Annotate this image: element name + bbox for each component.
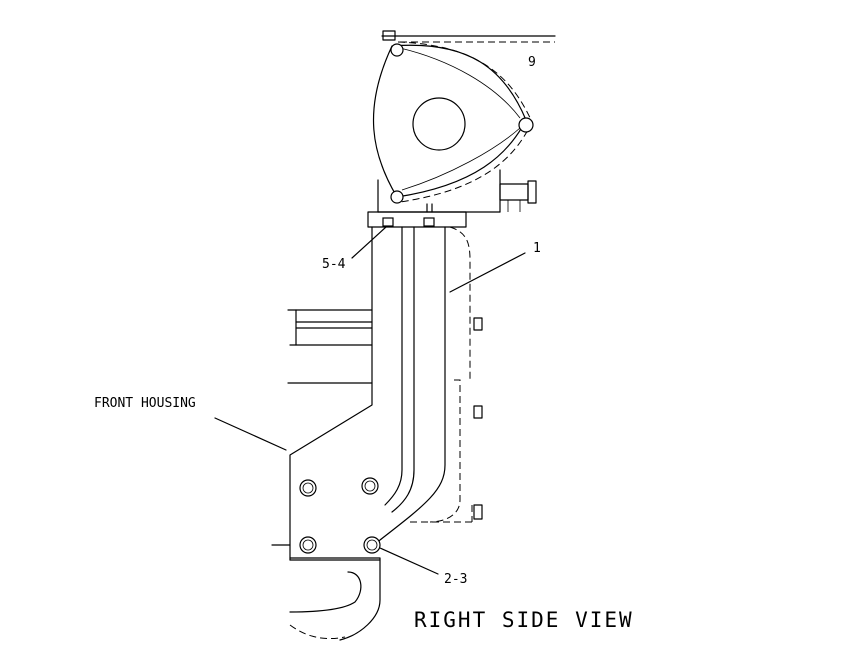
alternator-housing — [372, 41, 534, 204]
mounting-plate — [367, 203, 467, 228]
engine-lines — [287, 309, 373, 384]
callout-part-2-3: 2-3 — [444, 572, 467, 587]
front-housing — [271, 544, 381, 641]
callout-part-9: 9 — [528, 55, 536, 70]
top-rail — [381, 30, 556, 43]
callout-part-5-4: 5-4 — [322, 257, 346, 272]
mounting-bracket — [289, 226, 446, 561]
hidden-outline — [410, 226, 483, 523]
callout-front-housing: FRONT HOUSING — [94, 396, 196, 411]
view-title: RIGHT SIDE VIEW — [414, 608, 634, 632]
callout-part-1: 1 — [533, 241, 541, 256]
leader-lines — [214, 226, 526, 575]
side-connector — [499, 180, 537, 212]
bracket-bolts — [299, 477, 381, 554]
